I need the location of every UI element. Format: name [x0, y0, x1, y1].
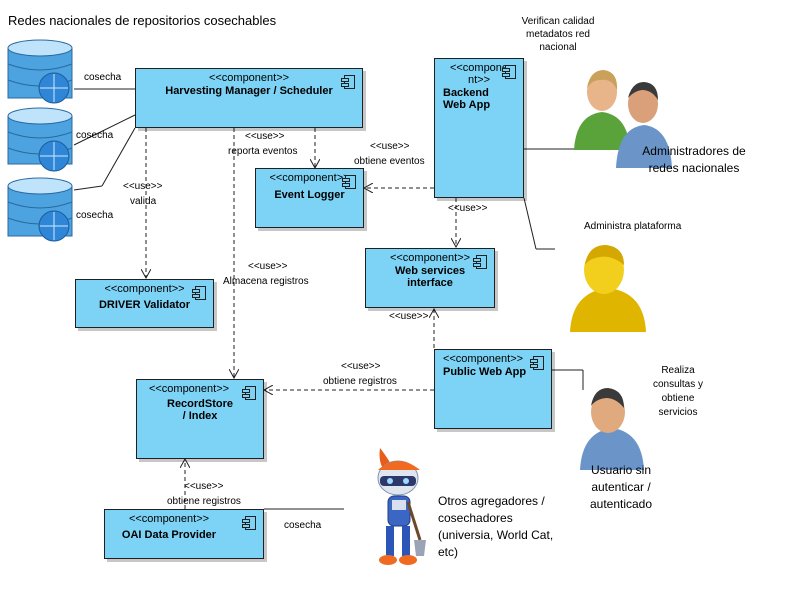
component-icon: [192, 286, 206, 300]
label-cosecha-oai: cosecha: [284, 520, 322, 531]
component-event-logger[interactable]: <<component>> Event Logger: [255, 168, 364, 228]
label-obtiene-registros-1: obtiene registros: [323, 376, 397, 387]
component-web-services[interactable]: <<component>> Web services interface: [365, 248, 495, 308]
component-harvesting-manager[interactable]: <<component>> Harvesting Manager / Sched…: [135, 68, 363, 128]
database-icon-2: [7, 107, 73, 172]
label-use-public-ws: <<use>>: [389, 311, 429, 322]
component-icon: [242, 516, 256, 530]
component-icon: [530, 356, 544, 370]
component-name: OAI Data Provider: [121, 529, 217, 541]
label-use-reporta: <<use>>: [245, 131, 285, 142]
component-name: Public Web App: [443, 366, 527, 378]
component-icon: [341, 75, 355, 89]
component-public-web-app[interactable]: <<component>> Public Web App: [434, 349, 552, 429]
component-name: Harvesting Manager / Scheduler: [165, 85, 333, 97]
note-admins-task: Verifican calidad metadatos red nacional: [521, 16, 595, 53]
component-icon: [502, 65, 516, 79]
note-user-name: Usuario sin autenticar / autenticado: [589, 463, 653, 511]
label-cosecha-1: cosecha: [84, 72, 122, 83]
label-obtiene-registros-2: obtiene registros: [167, 496, 241, 507]
component-name: DRIVER Validator: [98, 299, 191, 311]
label-almacena: Almacena registros: [223, 276, 309, 287]
component-name: Backend Web App: [443, 87, 491, 111]
component-backend-web-app[interactable]: <<component>> Backend Web App: [434, 58, 524, 198]
stereotype-label: <<component>>: [128, 513, 210, 525]
component-driver-validator[interactable]: <<component>> DRIVER Validator: [75, 279, 214, 328]
component-icon: [473, 255, 487, 269]
note-others: Otros agregadores / cosechadores (univer…: [438, 494, 554, 559]
line-cosecha-2: [73, 114, 136, 146]
component-name: Event Logger: [274, 189, 345, 201]
component-oai-data-provider[interactable]: <<component>> OAI Data Provider: [104, 509, 264, 559]
component-name: RecordStore / Index: [167, 398, 234, 422]
stereotype-label: <<component>>: [104, 283, 185, 295]
user-icon: [580, 388, 644, 470]
label-use-public-rs: <<use>>: [341, 361, 381, 372]
line-cosecha-3b: [101, 127, 136, 187]
line-cosecha-3: [73, 185, 103, 191]
label-use-obtiene-eventos: <<use>>: [370, 141, 410, 152]
label-use-backend-ws: <<use>>: [448, 203, 488, 214]
stereotype-label: <<component>>: [148, 383, 230, 395]
label-use-valida: <<use>>: [123, 181, 163, 192]
diagram-title: Redes nacionales de repositorios cosecha…: [8, 13, 277, 28]
stereotype-label: <<component>>: [442, 353, 524, 365]
database-icon-3: [7, 177, 73, 242]
database-icon-1: [7, 39, 73, 104]
component-icon: [242, 386, 256, 400]
label-valida: valida: [130, 196, 157, 207]
label-cosecha-2: cosecha: [76, 130, 114, 141]
label-cosecha-3: cosecha: [76, 210, 114, 221]
administrators-icon: [574, 70, 672, 168]
note-platform-task: Administra plataforma: [584, 221, 682, 232]
label-use-oai: <<use>>: [184, 481, 224, 492]
note-admins-name: Administradores de redes nacionales: [642, 144, 746, 175]
component-record-store[interactable]: <<component>> RecordStore / Index: [136, 379, 264, 459]
component-name: Web services interface: [394, 265, 466, 289]
line-platform-1: [523, 197, 537, 250]
stereotype-label: <<component>>: [389, 252, 471, 264]
label-reporta: reporta eventos: [228, 146, 298, 157]
label-use-almacena: <<use>>: [248, 261, 288, 272]
component-icon: [342, 175, 356, 189]
stereotype-label: <<component>>: [269, 172, 350, 184]
note-user-task: Realiza consultas y obtiene servicios: [652, 365, 704, 418]
label-obtiene-eventos: obtiene eventos: [354, 156, 425, 167]
robot-icon: [377, 448, 426, 565]
platform-admin-icon: [570, 245, 646, 332]
stereotype-label: <<component>>: [208, 72, 290, 84]
stereotype-label: <<component>>: [449, 62, 509, 86]
